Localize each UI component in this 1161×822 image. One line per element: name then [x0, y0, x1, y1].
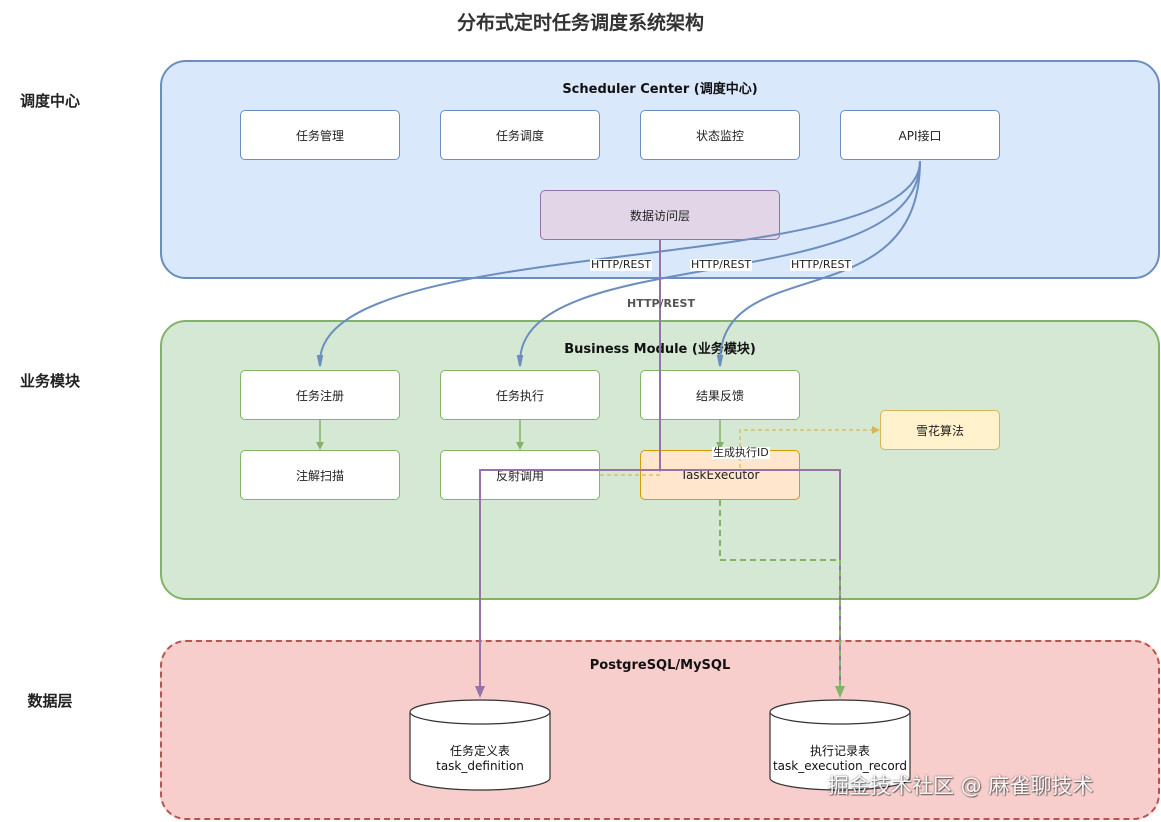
http-rest-label-2: HTTP/REST	[690, 258, 753, 271]
api-to-feedback-edge	[719, 160, 921, 363]
data-layer-title: PostgreSQL/MySQL	[589, 658, 731, 673]
api-to-execute-arrowhead	[516, 355, 524, 367]
result-feedback-box: 结果反馈	[640, 370, 800, 420]
task-definition-name: 任务定义表	[449, 744, 510, 758]
execution-record-name: 执行记录表	[809, 744, 870, 758]
data-layer: PostgreSQL/MySQL	[160, 640, 1160, 820]
generate-id-label: 生成执行ID	[712, 446, 770, 459]
executor-to-record-arrowhead	[835, 686, 845, 698]
side-label-business: 业务模块	[19, 372, 80, 390]
task-definition-cylinder	[409, 699, 551, 791]
execution-record-id: task_execution_record	[772, 759, 908, 773]
api-to-feedback-arrowhead	[716, 355, 724, 367]
execute-to-reflect-arrowhead	[516, 442, 524, 450]
executor-to-record-edge	[719, 500, 841, 690]
task-register-box: 任务注册	[240, 370, 400, 420]
generate-id-arrowhead	[872, 426, 880, 434]
task-definition-table-label: 任务定义表 task_definition	[410, 744, 550, 774]
register-to-scan-arrowhead	[316, 442, 324, 450]
http-rest-label-1: HTTP/REST	[590, 258, 653, 271]
feedback-to-executor-arrowhead	[716, 442, 724, 450]
api-interface-box: API接口	[840, 110, 1000, 160]
watermark: 掘金技术社区 @ 麻雀聊技术	[828, 774, 1094, 798]
reflection-invoke-box: 反射调用	[440, 450, 600, 500]
side-label-scheduler: 调度中心	[19, 92, 80, 110]
connection-label: HTTP/REST	[627, 297, 695, 310]
annotation-scan-box: 注解扫描	[240, 450, 400, 500]
scheduler-center-title: Scheduler Center (调度中心)	[562, 82, 758, 97]
data-access-layer-box: 数据访问层	[540, 190, 780, 240]
status-monitor-box: 状态监控	[640, 110, 800, 160]
api-to-register-edge	[319, 160, 921, 363]
diagram-title: 分布式定时任务调度系统架构	[456, 12, 704, 34]
snowflake-algorithm-box: 雪花算法	[880, 410, 1000, 450]
api-to-register-arrowhead	[316, 355, 324, 367]
execution-record-cylinder	[769, 699, 911, 791]
task-definition-id: task_definition	[436, 759, 524, 773]
data-access-to-definition-edge	[479, 240, 661, 690]
side-label-data: 数据层	[27, 692, 73, 710]
task-scheduling-box: 任务调度	[440, 110, 600, 160]
execution-record-table-label: 执行记录表 task_execution_record	[760, 744, 920, 774]
task-execute-box: 任务执行	[440, 370, 600, 420]
task-management-box: 任务管理	[240, 110, 400, 160]
data-access-to-definition-arrowhead	[475, 686, 485, 698]
http-rest-label-3: HTTP/REST	[790, 258, 853, 271]
data-access-to-record-edge	[660, 469, 841, 690]
